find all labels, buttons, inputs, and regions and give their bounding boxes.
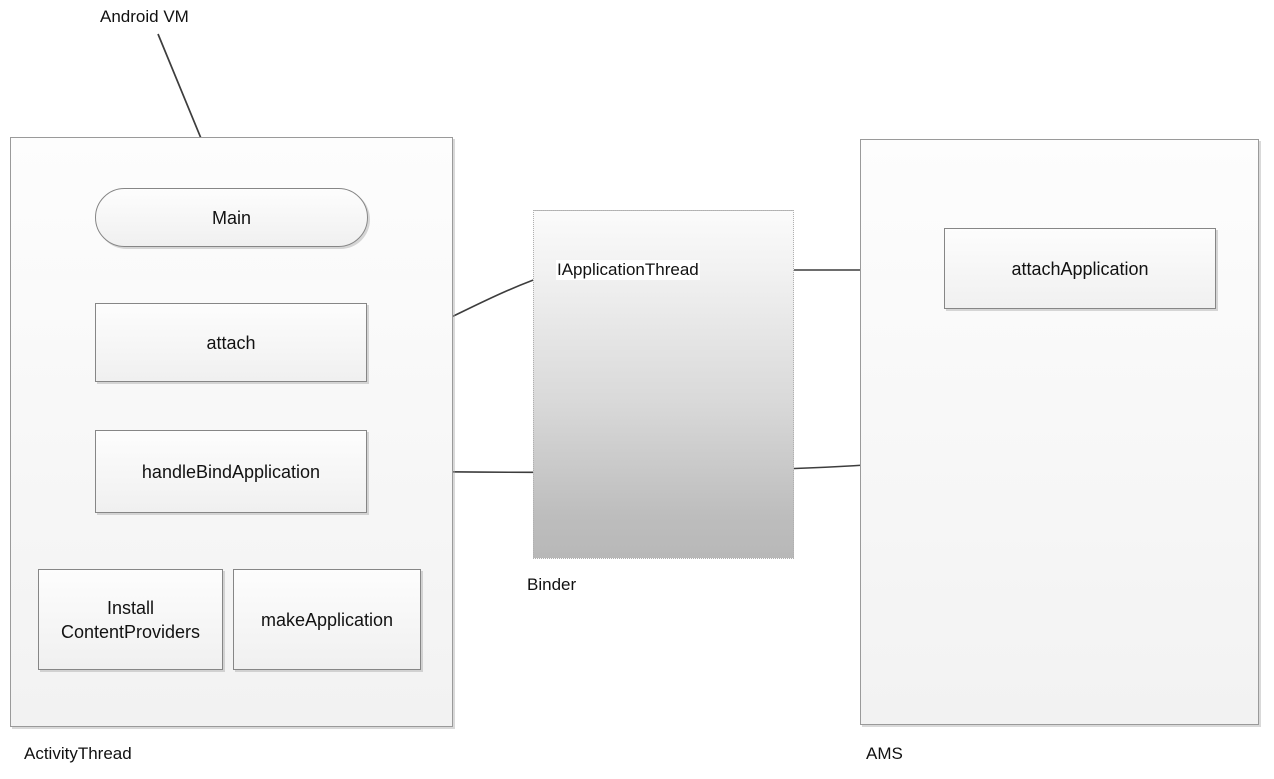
node-install-content-providers[interactable]: Install ContentProviders [38, 569, 223, 670]
node-attach-label: attach [206, 332, 256, 353]
node-make-application[interactable]: makeApplication [233, 569, 421, 670]
binder-label: Binder [527, 575, 577, 594]
node-install-content-providers-label: Install ContentProviders [60, 597, 201, 642]
node-main-label: Main [211, 207, 251, 228]
node-main[interactable]: Main [95, 188, 368, 247]
lane-ams[interactable] [860, 139, 1259, 725]
node-make-application-label: makeApplication [260, 609, 394, 630]
lane-label-activity-thread: ActivityThread [24, 744, 132, 763]
android-vm-label: Android VM [100, 7, 189, 26]
node-attach-application-label: attachApplication [1011, 258, 1149, 279]
edge-label-iapplicationthread: IApplicationThread [556, 260, 700, 280]
lane-label-ams: AMS [866, 744, 903, 763]
node-attach-application[interactable]: attachApplication [944, 228, 1216, 309]
node-attach[interactable]: attach [95, 303, 367, 382]
node-handle-bind-application[interactable]: handleBindApplication [95, 430, 367, 513]
node-handle-bind-application-label: handleBindApplication [141, 461, 321, 482]
